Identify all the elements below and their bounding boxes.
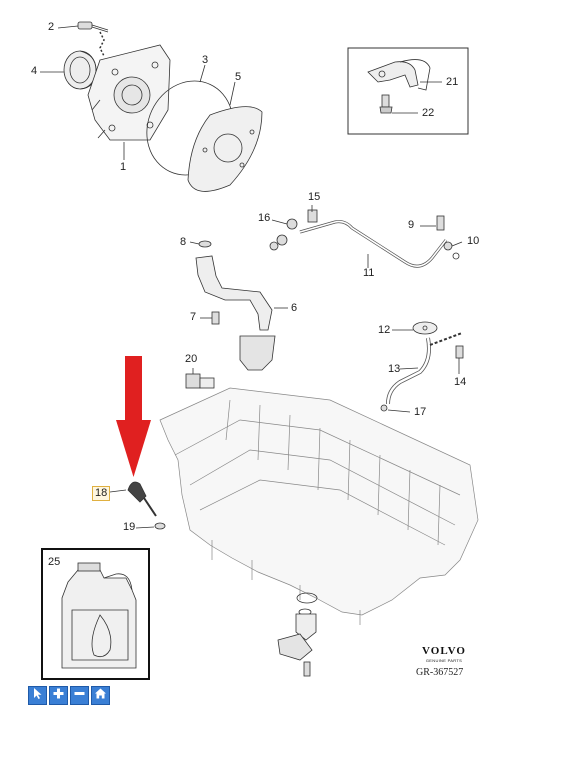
callout-21: 21 — [446, 76, 459, 88]
home-icon — [94, 687, 107, 705]
callout-11: 11 — [363, 267, 375, 279]
zoom-in-icon — [52, 687, 65, 705]
drain-assembly — [277, 592, 318, 677]
washer-16 — [269, 218, 298, 251]
callout-17: 17 — [414, 406, 427, 418]
plug-18 — [109, 481, 157, 517]
oil-pan — [159, 387, 479, 625]
bolt-22 — [379, 94, 418, 114]
highlight-arrow — [116, 356, 151, 477]
brand-logo: VOLVO GENUINE PARTS — [418, 645, 470, 663]
cursor-button[interactable] — [28, 686, 47, 705]
dashed-link-14 — [429, 332, 463, 346]
callout-6: 6 — [291, 302, 298, 314]
bracket-21 — [367, 59, 442, 91]
oil-pickup-6 — [195, 255, 288, 371]
bolt-14 — [455, 345, 464, 374]
callout-16: 16 — [258, 212, 271, 224]
brand-subtitle: GENUINE PARTS — [425, 658, 463, 663]
zoom-in-button[interactable] — [49, 686, 68, 705]
seal-ring-4 — [63, 50, 97, 90]
diagram-reference: GR-367527 — [416, 667, 464, 678]
callout-1: 1 — [120, 161, 127, 173]
cover-plate-5 — [187, 106, 263, 192]
zoom-out-icon — [73, 687, 86, 705]
callout-22: 22 — [422, 107, 435, 119]
clip-17 — [380, 404, 411, 413]
diagram-toolbar — [28, 686, 110, 705]
callout-3: 3 — [202, 54, 209, 66]
bolt-2 — [77, 21, 109, 57]
washer-19 — [135, 522, 166, 530]
callout-13: 13 — [388, 363, 401, 375]
o-ring-8 — [189, 240, 212, 248]
gasket-12 — [392, 321, 438, 335]
callout-18: 18 — [92, 486, 111, 501]
callout-14: 14 — [454, 376, 467, 388]
callout-2: 2 — [48, 21, 55, 33]
oil-pump-housing-1 — [87, 44, 171, 141]
cursor-icon — [31, 687, 44, 705]
callout-4: 4 — [31, 65, 38, 77]
callout-15: 15 — [308, 191, 321, 203]
zoom-out-button[interactable] — [70, 686, 89, 705]
oil-pipe-11 — [299, 220, 448, 268]
callout-7: 7 — [190, 311, 197, 323]
bolt-9 — [420, 215, 445, 231]
sensor-20 — [185, 368, 215, 389]
callout-12: 12 — [378, 324, 391, 336]
callout-8: 8 — [180, 236, 187, 248]
callout-10: 10 — [467, 235, 480, 247]
callout-19: 19 — [123, 521, 136, 533]
callout-5: 5 — [235, 71, 242, 83]
bolt-15 — [307, 205, 318, 223]
callout-9: 9 — [408, 219, 415, 231]
oil-tube-13 — [386, 337, 431, 405]
callout-20: 20 — [185, 353, 198, 365]
brand-name: VOLVO — [422, 645, 466, 657]
fitting-10 — [443, 241, 463, 260]
callout-25: 25 — [48, 556, 61, 568]
bolt-7 — [200, 311, 220, 325]
home-button[interactable] — [91, 686, 110, 705]
oil-bottle-25 — [61, 562, 137, 669]
